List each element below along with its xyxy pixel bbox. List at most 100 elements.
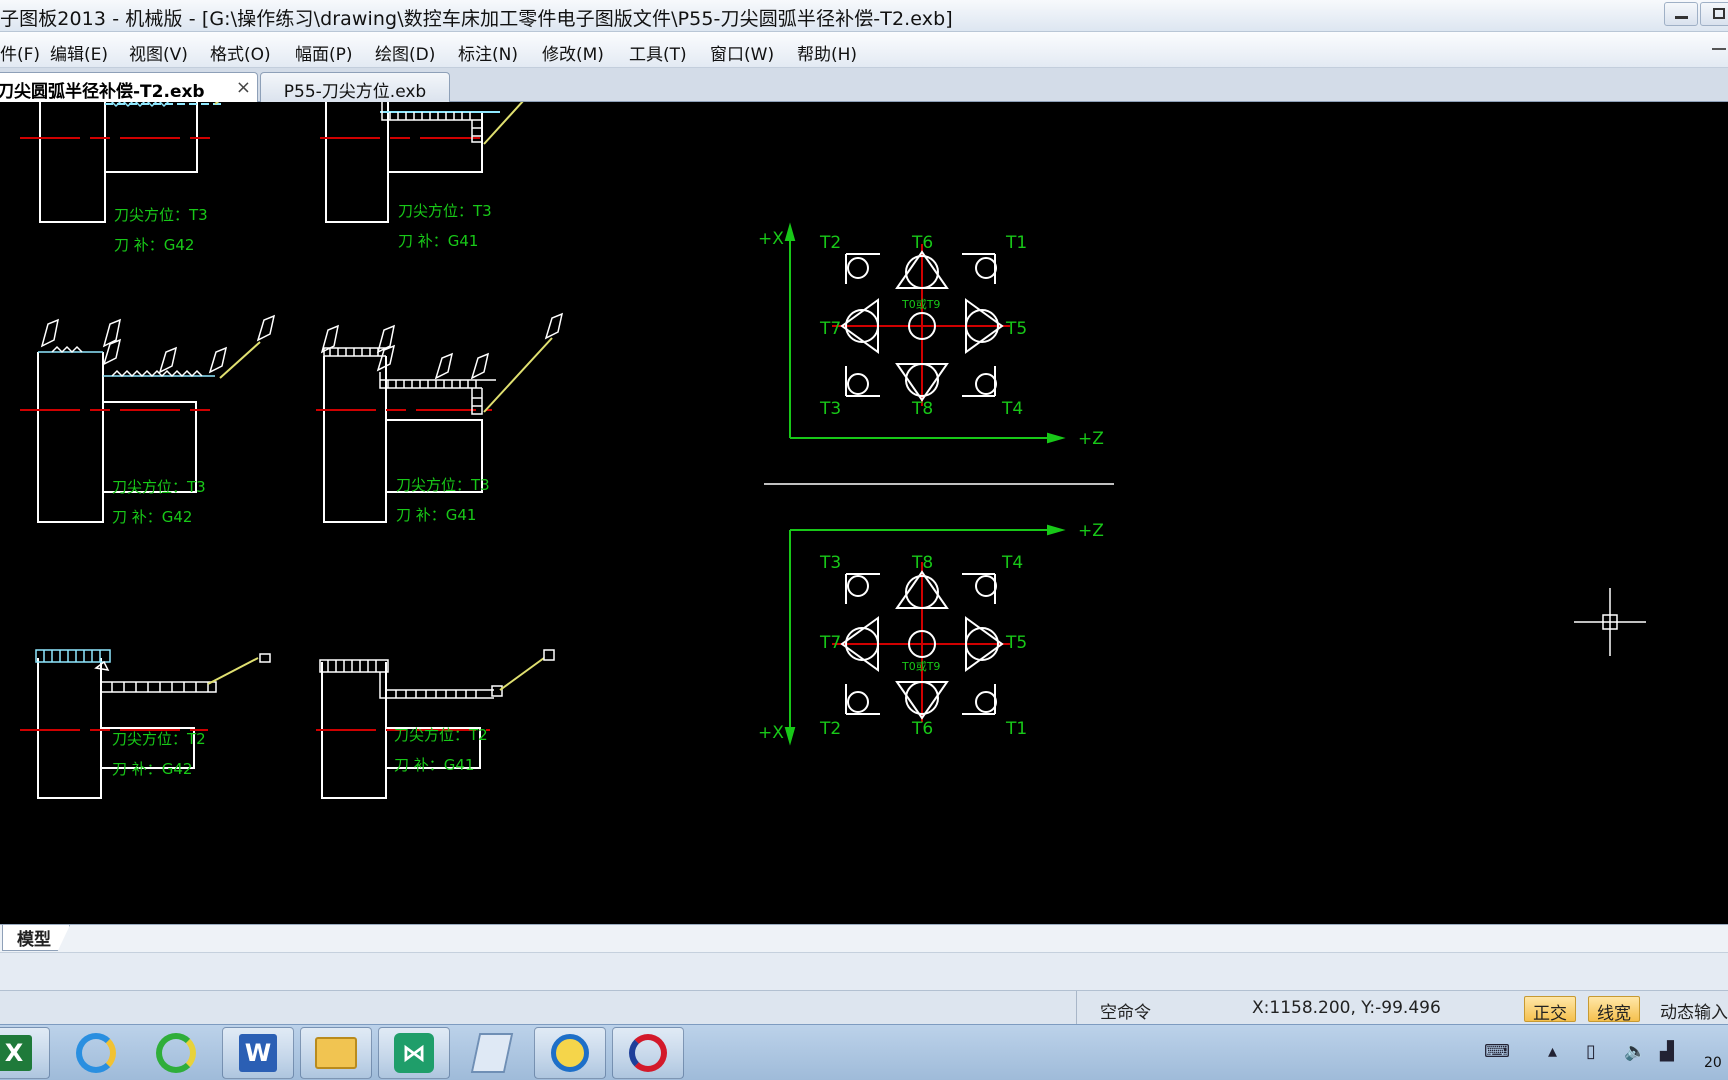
part-2-comp-label: 刀 补：G41 [398, 232, 478, 250]
part-1-comp-label: 刀 补：G42 [114, 236, 194, 254]
part-6-comp-label: 刀 补：G41 [394, 756, 474, 774]
status-coordinates: X:1158.200, Y:-99.496 [1252, 998, 1441, 1018]
network-icon[interactable]: ▟ [1660, 1041, 1674, 1062]
keyboard-icon[interactable]: ⌨ [1484, 1041, 1510, 1062]
part-drawing-6 [316, 649, 555, 799]
lower-label-t7: T7 [819, 633, 841, 653]
search-app-icon [551, 1034, 589, 1072]
tab-model[interactable]: 模型 [2, 925, 70, 951]
part-drawing-1 [20, 102, 225, 223]
ie-button-2[interactable] [140, 1027, 212, 1079]
lower-label-t8: T8 [911, 553, 933, 573]
part-3-comp-label: 刀 补：G42 [112, 508, 192, 526]
dynamic-input-button[interactable]: 动态输入 [1660, 1003, 1728, 1023]
tray-expand-icon[interactable]: ▴ [1548, 1041, 1558, 1062]
menu-file[interactable]: 件(F) [0, 45, 41, 65]
word-icon: W [239, 1034, 277, 1072]
word-button[interactable]: W [222, 1027, 294, 1079]
menu-format[interactable]: 格式(O) [210, 45, 271, 65]
restore-button[interactable] [1700, 2, 1728, 26]
lower-label-center: T0或T9 [901, 660, 940, 673]
part-3-position-label: 刀尖方位：T3 [112, 478, 206, 496]
tab-active-document[interactable]: 刀尖圆弧半径补偿-T2.exb × [0, 72, 258, 102]
upper-label-t6: T6 [911, 233, 933, 253]
lower-position-diagram [784, 524, 1066, 746]
lower-axis-z-label: +Z [1078, 521, 1104, 541]
upper-axis-x-label: +X [758, 229, 784, 249]
lower-label-t3: T3 [819, 553, 841, 573]
close-icon[interactable]: × [235, 77, 251, 98]
lower-label-t6: T6 [911, 719, 933, 739]
ie-icon [76, 1033, 116, 1073]
part-5-position-label: 刀尖方位：T2 [112, 730, 206, 748]
menu-tools[interactable]: 工具(T) [629, 45, 687, 65]
restore-icon [1713, 8, 1725, 19]
part-drawing-2 [320, 102, 524, 223]
taskbar: X W ⋈ ⌨ ▴ ▯ 🔈 ▟ 20 [0, 1024, 1728, 1080]
upper-position-diagram [784, 222, 1066, 444]
menu-view[interactable]: 视图(V) [129, 45, 188, 65]
volume-icon[interactable]: 🔈 [1624, 1041, 1647, 1062]
minimize-icon [1675, 16, 1688, 19]
notepad-icon [470, 1033, 514, 1073]
lower-label-t2: T2 [819, 719, 841, 739]
caxa-icon [629, 1034, 667, 1072]
layout-tab-bar: 模型 [0, 924, 1728, 952]
menu-help[interactable]: 帮助(H) [797, 45, 858, 65]
excel-button[interactable]: X [0, 1027, 50, 1079]
lineweight-button[interactable]: 线宽 [1588, 996, 1640, 1024]
upper-label-t8: T8 [911, 399, 933, 419]
upper-axis-z-label: +Z [1078, 429, 1104, 449]
menu-draw[interactable]: 绘图(D) [375, 45, 436, 65]
menu-dimension[interactable]: 标注(N) [458, 45, 518, 65]
part-6-position-label: 刀尖方位：T2 [394, 726, 488, 744]
lower-axis-x-label: +X [758, 723, 784, 743]
ie-icon [156, 1033, 196, 1073]
menu-bar: 件(F) 编辑(E) 视图(V) 格式(O) 幅面(P) 绘图(D) 标注(N)… [0, 32, 1728, 68]
tab-inactive-document[interactable]: P55-刀尖方位.exb [260, 72, 450, 102]
lower-label-t4: T4 [1001, 553, 1023, 573]
minimize-button[interactable] [1664, 2, 1698, 26]
lower-label-t1: T1 [1005, 719, 1027, 739]
crosshair-cursor-icon [1574, 588, 1646, 656]
ortho-button[interactable]: 正交 [1524, 996, 1576, 1024]
search-app-button[interactable] [534, 1027, 606, 1079]
upper-label-center: T0或T9 [901, 298, 940, 311]
status-command: 空命令 [1100, 1003, 1151, 1023]
part-5-comp-label: 刀 补：G42 [112, 760, 192, 778]
upper-label-t2: T2 [819, 233, 841, 253]
part-1-position-label: 刀尖方位：T3 [114, 206, 208, 224]
part-4-comp-label: 刀 补：G41 [396, 506, 476, 524]
menu-edit[interactable]: 编辑(E) [50, 45, 109, 65]
document-tab-bar: 刀尖圆弧半径补偿-T2.exb × P55-刀尖方位.exb [0, 68, 1728, 102]
device-icon[interactable]: ▯ [1586, 1041, 1596, 1062]
tab-active-label: 刀尖圆弧半径补偿-T2.exb [0, 82, 205, 102]
mindmanager-button[interactable]: ⋈ [378, 1027, 450, 1079]
upper-label-t3: T3 [819, 399, 841, 419]
ie-button-1[interactable] [60, 1027, 132, 1079]
lower-label-t5: T5 [1005, 633, 1027, 653]
tab-inactive-label: P55-刀尖方位.exb [283, 82, 427, 102]
excel-icon: X [0, 1035, 32, 1071]
notepad-button[interactable] [456, 1027, 528, 1079]
drawing-svg: 刀尖方位：T3 刀 补：G42 刀尖方位：T3 刀 补：G41 刀尖方位：T3 … [20, 102, 1646, 799]
mindmanager-icon: ⋈ [394, 1033, 434, 1073]
clock[interactable]: 20 [1704, 1055, 1722, 1071]
caxa-button[interactable] [612, 1027, 684, 1079]
upper-label-t4: T4 [1001, 399, 1023, 419]
menu-dash-icon[interactable] [1712, 48, 1726, 50]
window-title: 子图板2013 - 机械版 - [G:\操作练习\drawing\数控车床加工零… [0, 8, 953, 30]
part-drawing-3 [20, 314, 276, 523]
part-drawing-5 [20, 649, 271, 799]
menu-modify[interactable]: 修改(M) [542, 45, 604, 65]
part-drawing-4 [316, 312, 564, 523]
menu-window[interactable]: 窗口(W) [710, 45, 775, 65]
upper-label-t7: T7 [819, 319, 841, 339]
status-bar: 空命令 X:1158.200, Y:-99.496 正交 线宽 动态输入 [0, 990, 1728, 1025]
drawing-canvas[interactable]: 刀尖方位：T3 刀 补：G42 刀尖方位：T3 刀 补：G41 刀尖方位：T3 … [0, 102, 1728, 924]
command-area[interactable] [0, 952, 1728, 990]
menu-sheet[interactable]: 幅面(P) [295, 45, 353, 65]
upper-label-t1: T1 [1005, 233, 1027, 253]
part-2-position-label: 刀尖方位：T3 [398, 202, 492, 220]
explorer-button[interactable] [300, 1027, 372, 1079]
